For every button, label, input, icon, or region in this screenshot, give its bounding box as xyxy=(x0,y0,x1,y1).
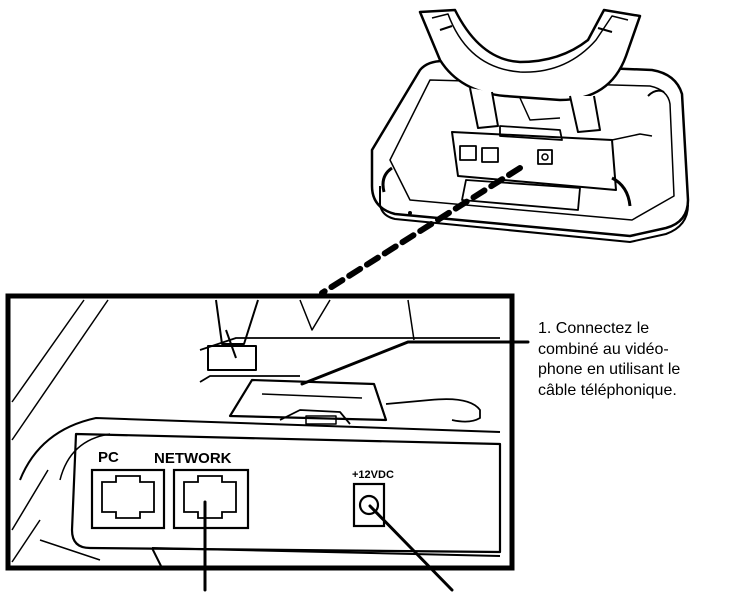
callout-line-handset xyxy=(300,340,530,386)
label-pc: PC xyxy=(98,449,119,466)
instruction-line-1: 1. Connectez le xyxy=(538,320,650,337)
callout-line-power xyxy=(368,504,454,592)
instruction-line-3: phone en utilisant le xyxy=(538,361,681,378)
pc-port xyxy=(90,468,166,530)
power-jack xyxy=(352,482,386,528)
label-power: +12VDC xyxy=(352,469,394,481)
zoom-connector-dashes xyxy=(319,165,523,296)
callout-pointers xyxy=(203,340,530,592)
zoom-detail: PC NETWORK +12VDC xyxy=(5,293,515,571)
phone-overview xyxy=(370,8,690,243)
label-network: NETWORK xyxy=(154,450,232,467)
port-bay xyxy=(70,432,502,554)
instruction-text: 1. Connectez le combiné au vidéo- phone … xyxy=(538,319,734,401)
instruction-line-2: combiné au vidéo- xyxy=(538,340,669,358)
phone-port-panel xyxy=(451,131,617,191)
instruction-line-4: câble téléphonique. xyxy=(538,381,677,399)
network-port xyxy=(172,468,250,530)
